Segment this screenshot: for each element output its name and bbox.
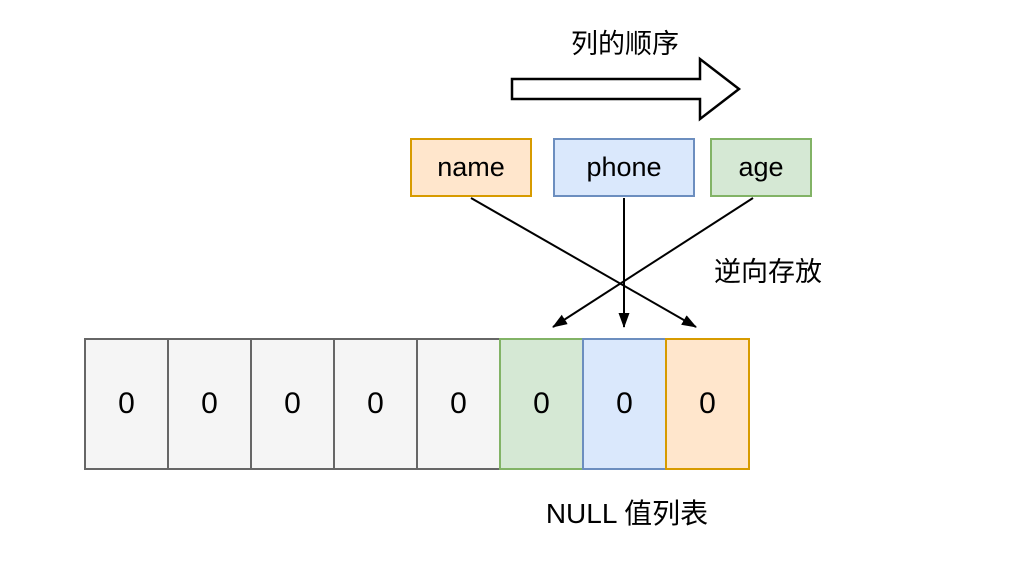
bitmap-cell-6-age: 0	[499, 338, 584, 470]
null-list-caption: NULL 值列表	[545, 498, 709, 529]
bitmap-cell-1: 0	[84, 338, 169, 470]
column-box-phone: phone	[553, 138, 695, 197]
column-box-age: age	[710, 138, 812, 197]
arrow-name-to-cell8-icon	[470, 197, 697, 328]
column-order-block-arrow-icon	[510, 56, 742, 122]
bitmap-cell-3: 0	[250, 338, 335, 470]
column-box-name: name	[410, 138, 532, 197]
bitmap-cell-7-phone: 0	[582, 338, 667, 470]
bitmap-cell-5: 0	[416, 338, 501, 470]
column-order-title: 列的顺序	[571, 29, 679, 59]
column-label-phone: phone	[586, 152, 662, 182]
bitmap-cell-4: 0	[333, 338, 418, 470]
column-label-age: age	[738, 152, 784, 182]
bitmap-cell-8-name: 0	[665, 338, 750, 470]
null-bitmap-row: 0 0 0 0 0 0 0 0	[84, 338, 750, 470]
reverse-storage-label: 逆向存放	[714, 257, 822, 287]
column-label-name: name	[437, 152, 505, 182]
bitmap-cell-2: 0	[167, 338, 252, 470]
